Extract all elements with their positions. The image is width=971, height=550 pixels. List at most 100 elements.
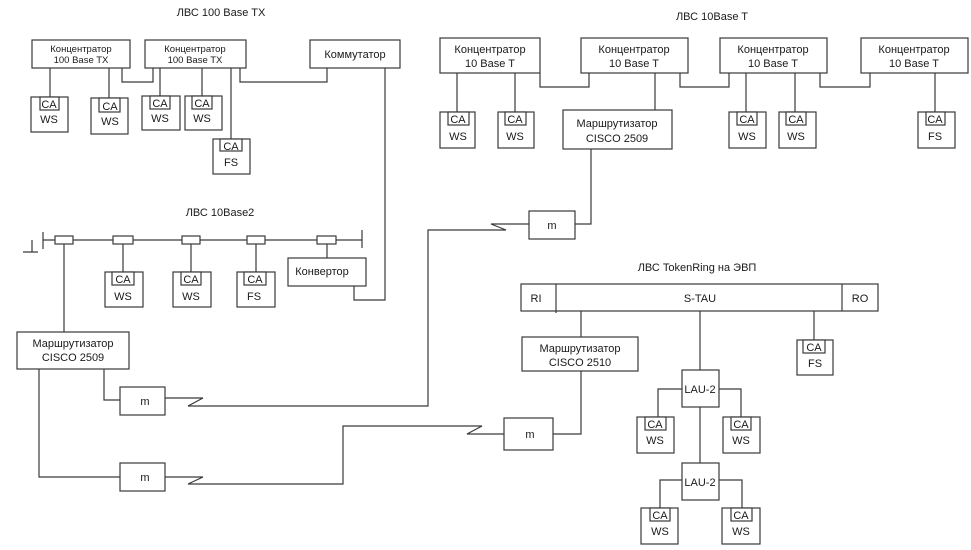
hub-type: 10 Base T	[748, 58, 798, 70]
hub-type: 100 Base TX	[168, 55, 223, 66]
wire	[659, 479, 682, 508]
lan-10base2: CA WS CA WS CA FS Конвертор	[23, 230, 367, 332]
workstation[interactable]: CA WS	[184, 95, 223, 131]
lau-label: LAU-2	[684, 477, 715, 489]
ca-label: CA	[194, 98, 210, 110]
lau-2[interactable]: LAU-2	[681, 369, 720, 408]
workstation[interactable]: CA WS	[141, 95, 181, 131]
ws-label: WS	[787, 131, 805, 143]
lan-10baset: Концентратор 10 Base T Концентратор 10 B…	[439, 37, 969, 150]
ws-label: WS	[732, 526, 750, 538]
hub-label: Концентратор	[737, 44, 808, 56]
ca-label: CA	[115, 274, 131, 286]
workstation[interactable]: CA WS	[728, 111, 767, 149]
router-cisco-2510[interactable]: Маршрутизатор CISCO 2510	[521, 336, 639, 372]
workstation[interactable]: CA WS	[439, 111, 476, 149]
hub-type: 10 Base T	[889, 58, 939, 70]
ca-label: CA	[450, 114, 466, 126]
lau-label: LAU-2	[684, 384, 715, 396]
ws-label: WS	[40, 114, 58, 126]
ca-label: CA	[183, 274, 199, 286]
ground-icon	[23, 240, 38, 253]
ws-label: WS	[449, 131, 467, 143]
s-tau[interactable]: RI S-TAU RO	[520, 283, 879, 313]
wire-router-modem	[38, 369, 120, 478]
ws-label: WS	[101, 116, 119, 128]
fs-label: FS	[928, 131, 942, 143]
modem-label: m	[525, 429, 534, 441]
ca-label: CA	[733, 419, 749, 431]
workstation[interactable]: CA WS	[104, 271, 144, 308]
modem[interactable]: m	[119, 386, 166, 416]
ca-label: CA	[41, 99, 57, 111]
modem-label: m	[140, 472, 149, 484]
workstation[interactable]: CA WS	[497, 111, 535, 149]
fs-label: FS	[247, 291, 261, 303]
hub-label: Концентратор	[50, 44, 111, 55]
router-cisco-2509-left[interactable]: Маршрутизатор CISCO 2509	[16, 331, 130, 370]
switch[interactable]: Коммутатор	[309, 39, 401, 69]
title-lan-10baset: ЛВС 10Base T	[676, 11, 748, 23]
lan-100basetx: Концентратор 100 Base TX Концентратор 10…	[30, 39, 401, 175]
wire-hub-link	[679, 73, 730, 88]
title-lan-100basetx: ЛВС 100 Base TX	[177, 7, 266, 19]
file-server[interactable]: CA FS	[917, 111, 956, 149]
workstation[interactable]: CA WS	[722, 416, 761, 454]
wire-hub-link	[539, 73, 590, 88]
hub-10baset-4[interactable]: Концентратор 10 Base T	[860, 37, 969, 74]
hub-label: Концентратор	[454, 44, 525, 56]
stau-label: S-TAU	[684, 293, 716, 305]
fs-label: FS	[224, 157, 238, 169]
converter-label: Конвертор	[295, 266, 348, 278]
wire	[719, 388, 742, 417]
wire	[657, 388, 682, 417]
wire	[719, 479, 743, 508]
file-server[interactable]: CA FS	[212, 138, 251, 175]
ca-label: CA	[652, 510, 668, 522]
hub-100basetx-2[interactable]: Концентратор 100 Base TX	[144, 39, 247, 69]
workstation[interactable]: CA WS	[640, 507, 679, 545]
t-connector	[112, 235, 134, 245]
modem[interactable]: m	[503, 417, 554, 451]
ca-label: CA	[152, 98, 168, 110]
ca-label: CA	[247, 274, 263, 286]
wire-hub-link	[819, 73, 871, 88]
modem[interactable]: m	[528, 210, 576, 240]
hub-10baset-1[interactable]: Концентратор 10 Base T	[439, 37, 541, 74]
workstation[interactable]: CA WS	[30, 96, 69, 133]
converter[interactable]: Конвертор	[287, 257, 367, 287]
hub-10baset-2[interactable]: Концентратор 10 Base T	[580, 37, 689, 74]
file-server[interactable]: CA FS	[796, 339, 834, 376]
wire-hub-switch	[239, 68, 328, 83]
workstation[interactable]: CA WS	[636, 416, 675, 454]
ro-label: RO	[852, 293, 869, 305]
fs-label: FS	[808, 358, 822, 370]
router-cisco-2509-top[interactable]: Маршрутизатор CISCO 2509	[562, 109, 673, 150]
lau-2[interactable]: LAU-2	[681, 462, 720, 501]
hub-100basetx-1[interactable]: Концентратор 100 Base TX	[31, 39, 131, 69]
ca-label: CA	[788, 114, 804, 126]
hub-label: Концентратор	[164, 44, 225, 55]
ca-label: CA	[507, 114, 523, 126]
workstation[interactable]: CA WS	[721, 507, 761, 545]
workstation[interactable]: CA WS	[90, 97, 129, 135]
modem[interactable]: m	[119, 462, 166, 492]
hub-type: 10 Base T	[465, 58, 515, 70]
ws-label: WS	[646, 435, 664, 447]
workstation[interactable]: CA WS	[778, 111, 817, 149]
router-model: CISCO 2510	[549, 357, 611, 369]
wire-switch-converter	[353, 68, 386, 301]
ws-label: WS	[506, 131, 524, 143]
hub-label: Концентратор	[598, 44, 669, 56]
ws-label: WS	[738, 131, 756, 143]
t-connector	[181, 235, 201, 245]
router-label: Маршрутизатор	[32, 338, 113, 350]
file-server[interactable]: CA FS	[236, 271, 276, 308]
ws-label: WS	[182, 291, 200, 303]
workstation[interactable]: CA WS	[172, 271, 212, 308]
t-connector	[54, 235, 74, 245]
wire-router-modem	[575, 149, 592, 225]
wire-router-modem	[103, 369, 120, 401]
hub-10baset-3[interactable]: Концентратор 10 Base T	[719, 37, 828, 74]
